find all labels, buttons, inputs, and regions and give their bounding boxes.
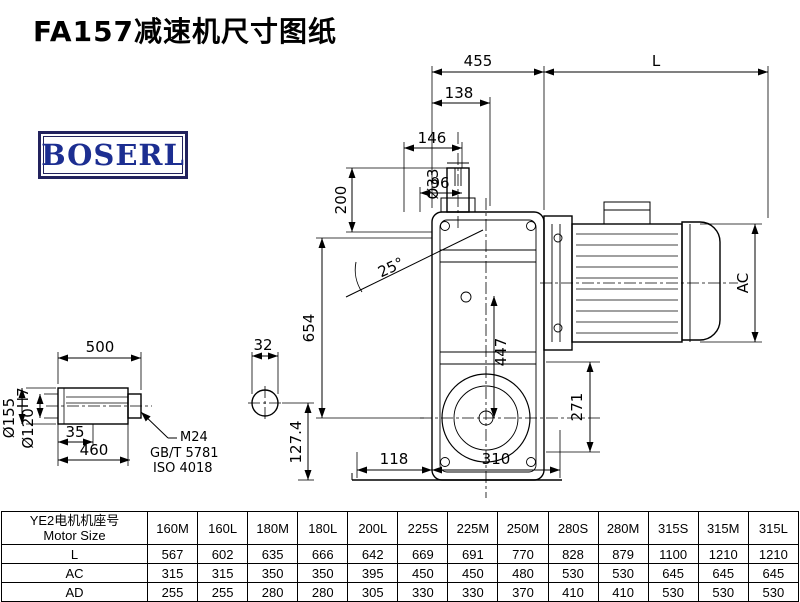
row-label-AD: AD — [1, 582, 148, 602]
col-315S: 315S — [647, 511, 699, 545]
centerlines — [46, 132, 738, 498]
dimension-lines — [18, 68, 768, 480]
cell-AC-6: 450 — [447, 563, 499, 583]
cell-AD-2: 280 — [247, 582, 299, 602]
dim-120-base: Ø120 — [19, 408, 37, 448]
cell-AC-2: 350 — [247, 563, 299, 583]
gearbox-outline — [351, 167, 721, 481]
note-m24: M24 — [180, 430, 208, 445]
col-250M: 250M — [497, 511, 549, 545]
dim-200-label: 200 — [332, 186, 350, 215]
cell-AD-10: 530 — [647, 582, 699, 602]
dim-155-label: Ø155 — [0, 398, 18, 438]
cell-AD-6: 330 — [447, 582, 499, 602]
cell-AD-9: 410 — [597, 582, 649, 602]
col-315M: 315M — [697, 511, 749, 545]
dim-310-label: 310 — [482, 450, 511, 468]
dim-447-label: 447 — [492, 338, 510, 367]
cell-L-5: 669 — [397, 544, 449, 564]
dim-271-label: 271 — [568, 393, 586, 422]
col-180L: 180L — [297, 511, 349, 545]
dimension-drawing: 455 L 138 146 96 Ø33 200 25° 654 447 AC … — [0, 52, 769, 498]
cell-AD-7: 370 — [497, 582, 549, 602]
col-225S: 225S — [397, 511, 449, 545]
dim-146-label: 146 — [418, 129, 447, 147]
cell-AC-4: 395 — [347, 563, 399, 583]
col-315L: 315L — [747, 511, 800, 545]
col-280M: 280M — [597, 511, 649, 545]
table-row-AC: AC 315 315 350 350 395 450 450 480 530 5… — [1, 563, 800, 583]
row-label-AC: AC — [1, 563, 148, 583]
col-160M: 160M — [146, 511, 199, 545]
boserl-logo-frame: BOSERL — [41, 136, 185, 174]
cell-L-10: 1100 — [647, 544, 699, 564]
cell-AD-11: 530 — [697, 582, 749, 602]
cell-AC-0: 315 — [146, 563, 199, 583]
cell-L-1: 602 — [197, 544, 249, 564]
cell-AC-5: 450 — [397, 563, 449, 583]
cell-AC-1: 315 — [197, 563, 249, 583]
boserl-logo-text: BOSERL — [41, 138, 185, 172]
dim-127-label: 127.4 — [287, 421, 305, 464]
cell-L-0: 567 — [146, 544, 199, 564]
col-200L: 200L — [347, 511, 399, 545]
cell-AC-9: 530 — [597, 563, 649, 583]
note-iso4018: ISO 4018 — [153, 461, 213, 476]
cell-L-2: 635 — [247, 544, 299, 564]
dim-25deg-label: 25° — [375, 254, 407, 282]
motor-size-header-cn: YE2电机机座号 — [29, 513, 120, 528]
motor-size-header: YE2电机机座号 Motor Size — [1, 511, 148, 545]
cell-L-12: 1210 — [747, 544, 800, 564]
dim-455-label: 455 — [464, 52, 493, 70]
cell-AC-8: 530 — [547, 563, 599, 583]
dim-654-label: 654 — [300, 314, 318, 343]
boserl-logo: BOSERL — [38, 131, 188, 179]
dimension-labels: 455 L 138 146 96 Ø33 200 25° 654 447 AC … — [0, 52, 752, 476]
cell-AD-1: 255 — [197, 582, 249, 602]
dim-460-label: 460 — [80, 441, 109, 459]
cell-L-9: 879 — [597, 544, 649, 564]
motor-size-table: YE2电机机座号 Motor Size 160M 160L 180M 180L … — [1, 511, 800, 602]
dim-120-sup: H7 — [14, 387, 32, 408]
cell-AD-0: 255 — [146, 582, 199, 602]
cell-AD-4: 305 — [347, 582, 399, 602]
table-header-row: YE2电机机座号 Motor Size 160M 160L 180M 180L … — [1, 511, 800, 545]
col-280S: 280S — [547, 511, 599, 545]
row-label-L: L — [1, 544, 148, 564]
cell-AC-11: 645 — [697, 563, 749, 583]
note-gbt5781: GB/T 5781 — [150, 446, 219, 461]
dim-AC-label: AC — [734, 273, 752, 293]
cell-AC-12: 645 — [747, 563, 800, 583]
dim-96-label: 96 — [430, 174, 449, 192]
cell-AD-5: 330 — [397, 582, 449, 602]
cell-AD-3: 280 — [297, 582, 349, 602]
cell-L-8: 828 — [547, 544, 599, 564]
dim-33-label: Ø33 — [424, 169, 442, 200]
cell-L-6: 691 — [447, 544, 499, 564]
dim-L-label: L — [652, 52, 661, 70]
cell-AC-7: 480 — [497, 563, 549, 583]
dim-118-label: 118 — [380, 450, 409, 468]
dim-32-label: 32 — [253, 336, 272, 354]
dim-138-label: 138 — [445, 84, 474, 102]
gearbox-details — [345, 162, 691, 467]
cell-AC-3: 350 — [297, 563, 349, 583]
motor-size-header-en: Motor Size — [43, 528, 106, 543]
table-row-L: L 567 602 635 666 642 669 691 770 828 87… — [1, 544, 800, 564]
dim-120H7-label: Ø120H7 — [14, 387, 37, 448]
col-225M: 225M — [447, 511, 499, 545]
col-180M: 180M — [247, 511, 299, 545]
cell-L-7: 770 — [497, 544, 549, 564]
dim-35-label: 35 — [65, 423, 84, 441]
cell-L-3: 666 — [297, 544, 349, 564]
cell-AD-12: 530 — [747, 582, 800, 602]
cell-AC-10: 645 — [647, 563, 699, 583]
cell-L-4: 642 — [347, 544, 399, 564]
cell-AD-8: 410 — [547, 582, 599, 602]
col-160L: 160L — [197, 511, 249, 545]
dim-500-label: 500 — [86, 338, 115, 356]
cell-L-11: 1210 — [697, 544, 749, 564]
table-row-AD: AD 255 255 280 280 305 330 330 370 410 4… — [1, 582, 800, 602]
page-title: FA157减速机尺寸图纸 — [33, 15, 338, 48]
